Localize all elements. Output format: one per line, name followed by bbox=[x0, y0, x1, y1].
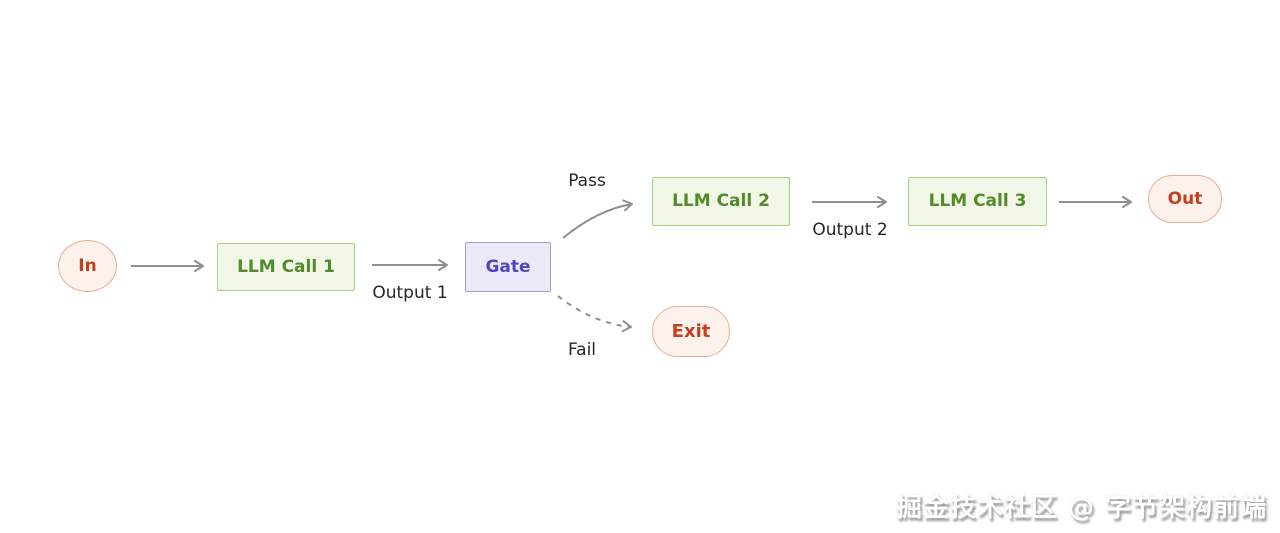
node-out: Out bbox=[1148, 175, 1222, 223]
node-llm-call-3: LLM Call 3 bbox=[908, 177, 1047, 226]
arrow-gate-to-exit-fail bbox=[557, 295, 632, 333]
node-gate-label: Gate bbox=[485, 256, 531, 277]
edge-label-pass: Pass bbox=[568, 171, 606, 191]
node-out-label: Out bbox=[1167, 188, 1203, 209]
node-exit: Exit bbox=[652, 306, 730, 357]
watermark: 掘金技术社区 @ 字节架构前端 bbox=[895, 493, 1267, 523]
node-exit-label: Exit bbox=[671, 320, 711, 342]
node-llm-call-1-label: LLM Call 1 bbox=[237, 256, 335, 277]
node-llm-call-2-label: LLM Call 2 bbox=[672, 191, 770, 211]
node-in: In bbox=[58, 240, 117, 292]
node-llm-call-2: LLM Call 2 bbox=[652, 177, 790, 226]
edge-label-output-1: Output 1 bbox=[372, 283, 448, 303]
edge-label-fail: Fail bbox=[567, 340, 597, 360]
arrow-gate-to-llm2-pass bbox=[562, 199, 633, 239]
node-gate: Gate bbox=[465, 242, 551, 292]
edge-label-output-2: Output 2 bbox=[812, 220, 888, 240]
node-llm-call-1: LLM Call 1 bbox=[217, 243, 355, 291]
node-llm-call-3-label: LLM Call 3 bbox=[928, 191, 1027, 211]
node-in-label: In bbox=[78, 255, 97, 276]
